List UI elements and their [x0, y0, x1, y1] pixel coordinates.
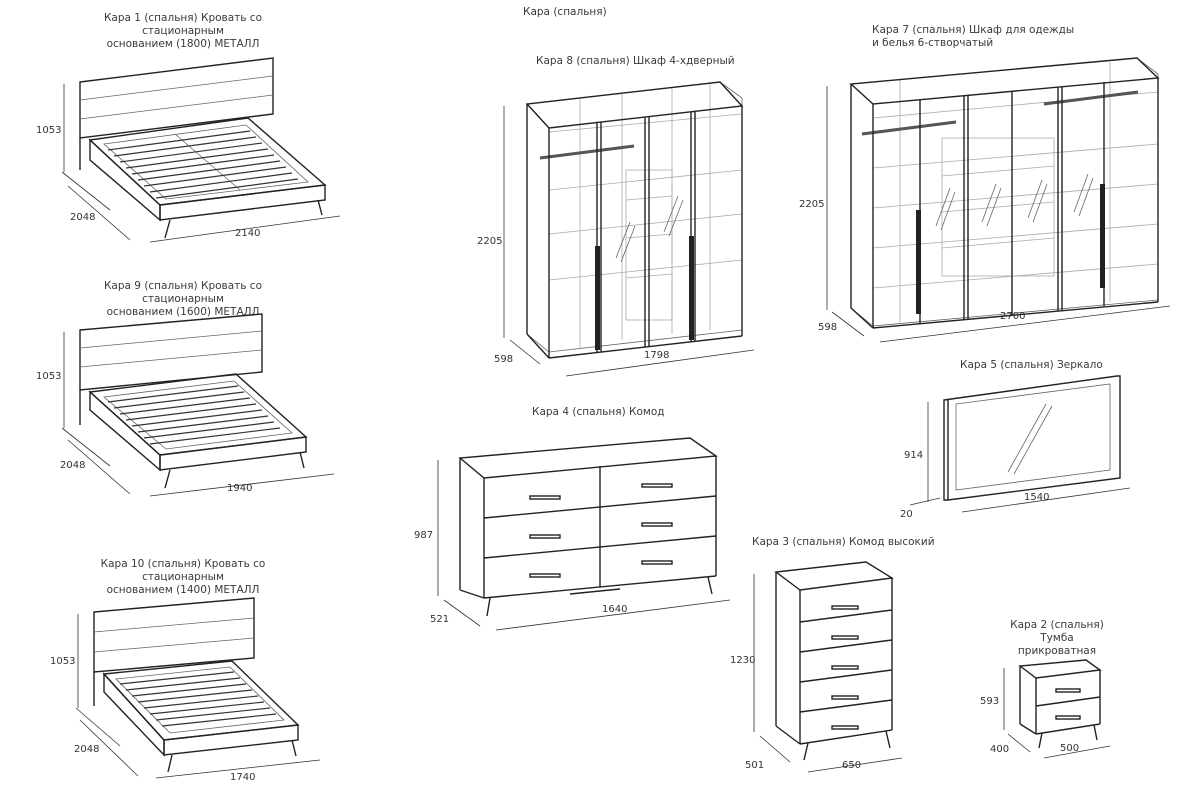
caption-nightstand: Кара 2 (спальня) Тумба прикроватная — [1010, 619, 1104, 657]
dim-depth: 2048 — [70, 212, 95, 223]
dim-depth: 2048 — [60, 460, 85, 471]
caption-bed-1800: Кара 1 (спальня) Кровать со стационарным… — [103, 12, 263, 50]
dim-width: 1640 — [602, 604, 627, 615]
caption-mirror: Кара 5 (спальня) Зеркало — [960, 359, 1103, 371]
dim-width: 2140 — [235, 228, 260, 239]
caption-tall-dresser: Кара 3 (спальня) Комод высокий — [752, 536, 935, 548]
dim-width: 500 — [1060, 743, 1079, 754]
dim-height: 593 — [980, 696, 999, 707]
dim-width: 1740 — [230, 772, 255, 783]
dim-height: 1053 — [36, 125, 61, 136]
dim-width: 650 — [842, 760, 861, 771]
bed-1800-drawing — [61, 57, 341, 243]
bed-1600-drawing — [61, 313, 335, 497]
dim-depth: 2048 — [74, 744, 99, 755]
bed-1400-drawing — [75, 597, 321, 779]
dim-width: 1940 — [227, 483, 252, 494]
dim-depth: 20 — [900, 509, 913, 520]
dim-height: 1053 — [50, 656, 75, 667]
dim-height: 2205 — [799, 199, 824, 210]
tall-dresser-drawing — [753, 561, 903, 773]
dim-depth: 598 — [494, 354, 513, 365]
mirror-drawing — [909, 375, 1131, 513]
dim-depth: 501 — [745, 760, 764, 771]
caption-wardrobe-6: Кара 7 (спальня) Шкаф для одежды и белья… — [872, 24, 1075, 49]
dim-depth: 521 — [430, 614, 449, 625]
caption-bed-1400: Кара 10 (спальня) Кровать со стационарны… — [100, 558, 266, 596]
dim-height: 2205 — [477, 236, 502, 247]
dim-depth: 598 — [818, 322, 837, 333]
dresser-drawing — [437, 437, 731, 631]
dim-depth: 400 — [990, 744, 1009, 755]
nightstand-drawing — [1003, 659, 1111, 759]
dim-height: 987 — [414, 530, 433, 541]
dim-width: 2700 — [1000, 311, 1025, 322]
page-title: Кара (спальня) — [523, 6, 607, 18]
wardrobe-4-drawing — [503, 81, 755, 377]
dim-height: 1230 — [730, 655, 755, 666]
caption-wardrobe-4: Кара 8 (спальня) Шкаф 4-хдверный — [536, 55, 735, 67]
caption-dresser: Кара 4 (спальня) Комод — [532, 406, 665, 418]
dim-height: 1053 — [36, 371, 61, 382]
wardrobe-6-drawing — [826, 57, 1171, 343]
dim-width: 1540 — [1024, 492, 1049, 503]
dim-height: 914 — [904, 450, 923, 461]
dim-width: 1798 — [644, 350, 669, 361]
